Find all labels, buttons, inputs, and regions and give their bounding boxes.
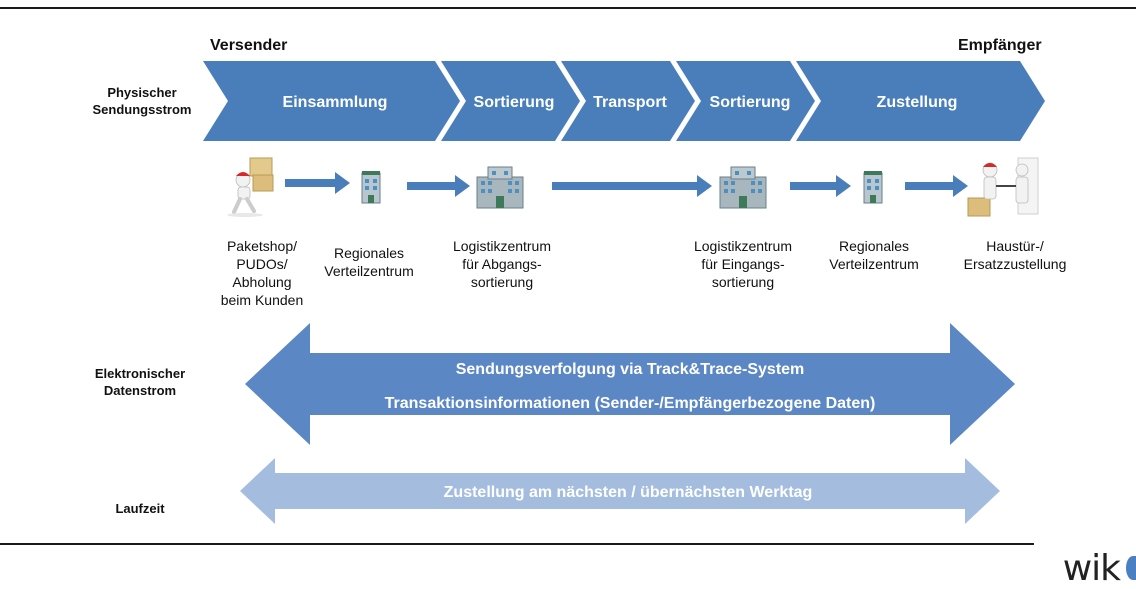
connector-arrow-2 [407, 175, 470, 197]
physical-flow-label-line2: Sendungsstrom [92, 102, 192, 117]
parcel-handover-icon [967, 157, 1039, 217]
node-label-2-line: Verteilzentrum [324, 263, 414, 279]
electronic-flow-label-line1: Elektronischer [94, 366, 186, 381]
step-label-1: Einsammlung [283, 94, 388, 111]
connector-arrow-5 [905, 175, 968, 197]
physical-flow-label-line1: Physischer [107, 85, 177, 100]
node-label-3-line: sortierung [470, 274, 534, 290]
duration-arrow-text: Zustellung am nächsten / übernächsten We… [444, 484, 813, 501]
step-label-2: Sortierung [474, 94, 555, 111]
wik-logo-mark [1126, 556, 1136, 580]
receiver-label: Empfänger [958, 37, 1042, 54]
chevron-sortierung-1 [441, 61, 580, 141]
top-rule [0, 7, 1136, 9]
node-label-6: Haustür-/ Ersatzzustellung [950, 237, 1080, 273]
chevron-transport [561, 61, 695, 141]
courier-with-parcels-icon [227, 157, 274, 217]
node-label-4-line: für Eingangs- [701, 256, 785, 272]
electronic-flow-label-line2: Datenstrom [103, 383, 177, 398]
electronic-arrow-line1: Sendungsverfolgung via Track&Trace-Syste… [456, 361, 805, 378]
node-label-5-line: Verteilzentrum [829, 256, 919, 272]
node-label-5: Regionales Verteilzentrum [809, 237, 939, 273]
node-label-3-line: für Abgangs- [462, 256, 542, 272]
duration-label: Laufzeit [115, 501, 165, 516]
connector-arrow-4 [790, 175, 851, 197]
node-label-2-line: Regionales [333, 245, 405, 261]
large-building-icon [476, 166, 524, 209]
physical-flow-label: Physischer Sendungsstrom [78, 84, 206, 118]
node-label-4-line: Logistikzentrum [693, 238, 793, 254]
step-label-4: Sortierung [710, 94, 791, 111]
electronic-arrow-line2: Transaktionsinformationen (Sender-/Empfä… [385, 395, 876, 412]
node-label-3-line: Logistikzentrum [452, 238, 552, 254]
small-building-icon [361, 171, 381, 204]
step-label-3: Transport [593, 94, 667, 111]
node-label-5-line: Regionales [838, 238, 910, 254]
small-building-icon [863, 171, 883, 204]
node-label-6-line: Ersatzzustellung [963, 256, 1067, 272]
node-label-1-line: Paketshop/ [226, 238, 298, 254]
large-building-icon [719, 166, 767, 209]
wik-logo: wik [1062, 548, 1121, 589]
sender-label: Versender [210, 37, 288, 54]
node-label-2: Regionales Verteilzentrum [304, 244, 434, 280]
connector-arrow-1 [285, 172, 350, 194]
node-label-4: Logistikzentrum für Eingangs- sortierung [678, 237, 808, 291]
chevron-row: Einsammlung Sortierung Transport Sortier… [203, 61, 1045, 141]
bottom-rule [0, 543, 1034, 545]
electronic-data-arrow [245, 323, 1015, 445]
connector-arrows [285, 172, 968, 197]
chevron-einsammlung [203, 61, 460, 141]
chevron-zustellung [796, 61, 1045, 141]
node-label-1-line: Abholung [232, 274, 292, 290]
node-label-1-line: beim Kunden [220, 292, 304, 308]
chevron-sortierung-2 [676, 61, 815, 141]
electronic-flow-label: Elektronischer Datenstrom [80, 365, 200, 399]
connector-arrow-3 [552, 175, 712, 197]
node-label-4-line: sortierung [711, 274, 775, 290]
node-label-1: Paketshop/ PUDOs/ Abholung beim Kunden [197, 237, 327, 309]
node-label-1-line: PUDOs/ [236, 256, 288, 272]
node-label-6-line: Haustür-/ [986, 238, 1044, 254]
step-label-5: Zustellung [877, 94, 958, 111]
duration-arrow [240, 458, 1000, 524]
node-label-3: Logistikzentrum für Abgangs- sortierung [437, 237, 567, 291]
